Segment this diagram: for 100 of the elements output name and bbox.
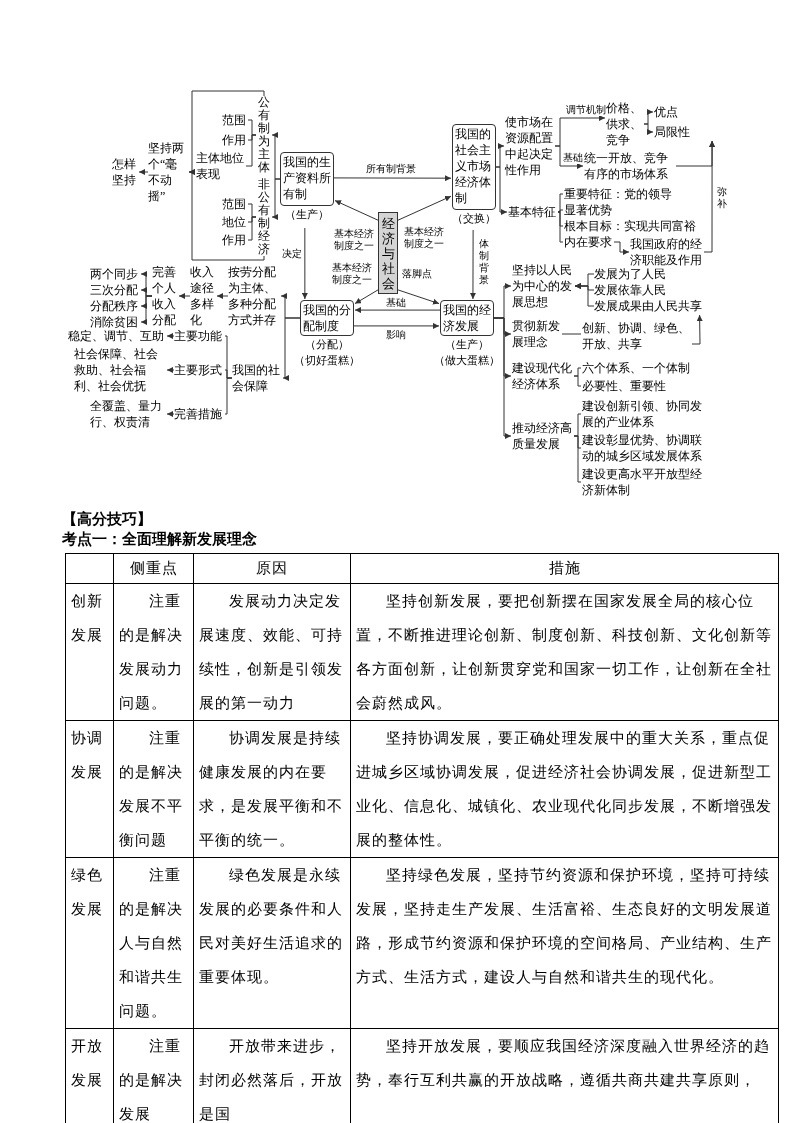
arrow — [574, 283, 595, 307]
concept-text: 必要性、重要性 — [582, 378, 672, 394]
arrow — [166, 367, 175, 373]
concept-text: 优点 — [654, 104, 682, 120]
arrow — [333, 175, 452, 182]
concept-text: 建设彰显优势、协调联动的城乡区域发展体系 — [582, 432, 706, 464]
concept-text: 内在要求 — [564, 234, 614, 250]
caption-text: （交换） — [452, 211, 496, 226]
concept-text: 按劳分配为主体、多种分配方式并存 — [228, 264, 280, 328]
concept-text: 收入途径多样化 — [190, 264, 216, 328]
header-cell: 原因 — [193, 553, 351, 584]
concept-box: 我国的生产资料所有制 — [280, 152, 334, 206]
edge-label: 体制背景 — [478, 238, 490, 286]
concept-text: 六个体系、一个体制 — [582, 360, 692, 376]
table-cell: 开放发展 — [65, 1028, 114, 1123]
edge-label: 调节机制 — [566, 104, 606, 116]
table-cell: 坚持协调发展，要正确处理发展中的重大关系，重点促进城乡区域协调发展，促进经济社会协调发展，促进新型工业化、信息化、城镇化、农业现代化同步发展，不断增强发展的整体性。 — [350, 720, 779, 858]
concept-box: 我国的经济发展 — [440, 300, 494, 336]
arrow — [643, 123, 654, 135]
arrow — [140, 295, 153, 325]
connector-line — [224, 377, 233, 415]
concept-text: 发展为了人民 — [594, 266, 668, 282]
concept-text: 创新、协调、绿色、开放、共享 — [582, 320, 692, 352]
connector-line — [557, 211, 564, 243]
concept-text: 使市场在资源配置中起决定性作用 — [505, 114, 555, 178]
edge-label: 基础 — [563, 152, 583, 164]
table-cell: 协调发展是持续健康发展的内在要求，是发展平衡和不平衡的统一。 — [193, 720, 351, 858]
concept-text: 分配秩序 — [90, 298, 140, 314]
header-cell: 侧重点 — [113, 553, 194, 584]
concept-text: 主要功能 — [174, 328, 224, 344]
concept-text: 全覆盖、量力行、权责清 — [90, 398, 166, 430]
concept-text: 范围 — [222, 112, 248, 128]
arrow — [354, 307, 441, 314]
concept-text: 稳定、调节、互助 — [68, 328, 166, 344]
arrow — [282, 317, 301, 381]
connector-line — [245, 134, 257, 167]
concept-text: 完善个人收入分配 — [152, 264, 178, 328]
concept-text: 价格、供求、竞争 — [606, 100, 644, 148]
arrow — [178, 293, 191, 299]
concept-text: 怎样坚持 — [112, 156, 138, 188]
arrow — [613, 241, 630, 255]
arrow — [166, 333, 175, 339]
caption-text: （做大蛋糕） — [434, 353, 500, 368]
concept-text: 主体地位表现 — [196, 150, 246, 182]
arrow — [334, 200, 379, 221]
concept-text: 我国的社会保障 — [232, 362, 282, 394]
header-cell: 措施 — [350, 553, 779, 584]
arrow — [397, 289, 440, 305]
connector-line — [573, 435, 582, 483]
edge-label: 决定 — [282, 248, 302, 260]
edge-label: 影响 — [386, 329, 406, 341]
arrow — [188, 169, 265, 261]
concept-text: 建设创新引领、协同发展的产业体系 — [582, 398, 706, 430]
concept-text: 消除贫困 — [90, 314, 140, 330]
concept-text: 坚持以人民为中心的发展思想 — [512, 262, 574, 310]
concept-text: 范围 — [222, 196, 248, 212]
arrow — [495, 166, 508, 215]
table-cell: 发展动力决定发展速度、效能、可持续性，创新是引领发展的第一动力 — [193, 583, 351, 721]
arrow — [554, 145, 584, 169]
topic-heading: 考点一：全面理解新发展理念 — [62, 530, 257, 549]
concept-text: 发展成果由人民共享 — [594, 298, 704, 314]
concept-text: 重要特征：党的领导 — [564, 186, 674, 202]
concept-text: 完善措施 — [174, 406, 224, 422]
arrow — [703, 140, 716, 253]
concept-text: 坚持两个“毫不动摇” — [148, 140, 188, 204]
concept-text: 基本特征 — [508, 204, 558, 220]
concept-text: 统一开放、竞争有序的市场体系 — [584, 150, 676, 182]
caption-text: （切好蛋糕） — [294, 353, 360, 368]
arrow — [271, 178, 281, 220]
table-cell: 绿色发展是永续发展的必要条件和人民对美好生活追求的重要体现。 — [193, 857, 351, 1029]
concept-box: 我国的社会主义市场经济体制 — [452, 124, 496, 210]
connector-line — [561, 333, 582, 335]
concept-text: 建设现代化经济体系 — [512, 360, 574, 392]
table-cell: 注重的是解决人与自然和谐共生问题。 — [113, 857, 194, 1029]
topic-box: 经济与社会 — [378, 212, 398, 294]
concept-text: 建设更高水平开放型经济新体制 — [582, 466, 706, 498]
arrow — [354, 289, 379, 305]
arrow — [493, 317, 512, 439]
concept-text: 局限性 — [654, 124, 720, 140]
caption-text: （生产） — [285, 207, 329, 222]
concept-text: 根本目标：实现共同富裕 — [564, 218, 698, 234]
table-cell: 注重的是解决发展不平衡问题 — [113, 720, 194, 858]
concept-text: 作用 — [222, 232, 248, 248]
concept-text: 地位 — [222, 214, 248, 230]
concept-box: 我国的分配制度 — [300, 300, 354, 336]
edge-label: 弥补 — [716, 186, 728, 210]
table-cell: 坚持创新发展，要把创新摆在国家发展全局的核心位置，不断推进理论创新、制度创新、科技创新、文化创新等各方面创新，让创新贯穿党和国家一切工作，让创新在全社会蔚然成风。 — [350, 583, 779, 721]
arrow — [301, 227, 308, 300]
concept-text: 显著优势 — [564, 202, 614, 218]
arrow — [166, 411, 175, 417]
connector-line — [573, 375, 582, 387]
arrow — [397, 195, 452, 221]
arrow — [138, 169, 149, 175]
concept-text: 我国政府的经济职能及作用 — [630, 236, 704, 268]
arrow — [691, 314, 703, 345]
concept-text: 两个同步 — [90, 266, 140, 282]
edge-label: 基础 — [386, 297, 406, 309]
connector-line — [247, 216, 257, 241]
caption-text: （生产） — [445, 337, 489, 352]
arrow — [271, 132, 281, 180]
